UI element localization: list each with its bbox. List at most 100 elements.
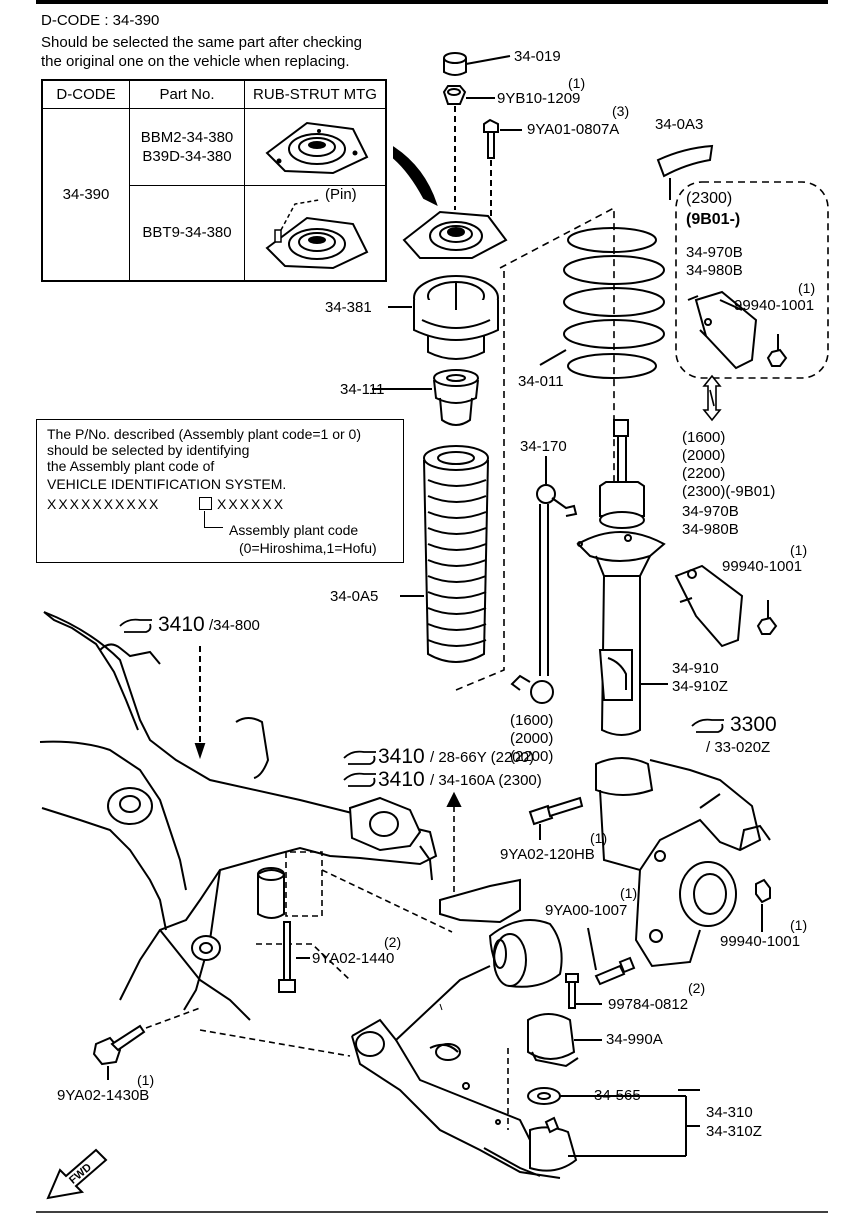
- bolt-9ya02-1440: [278, 921, 296, 993]
- steering-knuckle: [595, 757, 771, 968]
- link-variant-2000: (2000): [510, 730, 554, 747]
- label-34-970b-lower: 34-970B: [682, 503, 739, 520]
- label-99940-1001-knuckle: 99940-1001: [720, 933, 801, 950]
- label-9ya00-1007: 9YA00-1007: [545, 902, 628, 919]
- vin-note-line3: the Assembly plant code of: [47, 458, 215, 474]
- label-99940-1001-lower: 99940-1001: [722, 558, 803, 575]
- dust-cap-34-019: [443, 52, 467, 76]
- link-variant-1600: (1600): [510, 712, 554, 729]
- label-34-310z: 34-310Z: [706, 1123, 762, 1140]
- dcode-table: D-CODE Part No. RUB-STRUT MTG 34-390 BBM…: [41, 79, 387, 282]
- reference-hand-icon: [343, 772, 376, 787]
- label-99940-1001-upper: 99940-1001: [734, 297, 815, 314]
- label-34-970b-upper: 34-970B: [686, 244, 743, 261]
- label-9ya02-1440: 9YA02-1440: [312, 950, 395, 967]
- bolt-9ya00: [594, 956, 636, 986]
- variant-1600: (1600): [682, 429, 726, 446]
- label-34-980b-lower: 34-980B: [682, 521, 739, 538]
- qty-9ya02-120hb: (1): [590, 830, 608, 846]
- variant-2300: (2300): [686, 190, 733, 207]
- reference-hand-icon: [119, 618, 152, 633]
- label-34-0a5: 34-0A5: [330, 588, 379, 605]
- coil-spring-34-011: [563, 227, 665, 379]
- link-variant-2200: (2200): [510, 748, 554, 765]
- plant-code-leader: [204, 511, 223, 528]
- ref-3300: 3300: [730, 713, 777, 736]
- ref-3410-34-160a: 3410: [378, 768, 425, 791]
- dcode-heading: D-CODE : 34-390: [41, 12, 160, 29]
- ref-3410-34-160a-sub: / 34-160A (2300): [430, 772, 542, 789]
- vin-note-line2: should be selected by identifying: [47, 442, 250, 458]
- bolt-9ya02-1430b: [92, 1024, 146, 1066]
- qty-9ya00-1007: (1): [620, 885, 638, 901]
- vin-note-line4: VEHICLE IDENTIFICATION SYSTEM.: [47, 476, 287, 492]
- qty-99940-lower: (1): [790, 542, 808, 558]
- table-cell-dcode: 34-390: [41, 107, 130, 281]
- vin-note-line1: The P/No. described (Assembly plant code…: [47, 426, 361, 442]
- bracket-34-970b: [687, 290, 758, 370]
- qty-9yb10: (1): [568, 75, 586, 91]
- variant-2300-9b01: (2300)(-9B01): [682, 483, 776, 500]
- ref-3410-sub: /34-800: [209, 617, 260, 634]
- label-34-910: 34-910: [672, 660, 719, 677]
- qty-99784-0812: (2): [688, 980, 706, 996]
- qty-9ya01: (3): [612, 103, 630, 119]
- label-34-170: 34-170: [520, 438, 567, 455]
- lower-control-arm-34-310: [351, 878, 563, 1179]
- label-34-980b-upper: 34-980B: [686, 262, 743, 279]
- strut-mount-pin-illustration: [265, 198, 369, 269]
- vin-pattern-left: XXXXXXXXXX: [47, 496, 161, 512]
- label-9ya02-120hb: 9YA02-120HB: [500, 846, 595, 863]
- label-34-0a3: 34-0A3: [655, 116, 704, 133]
- label-34-310: 34-310: [706, 1104, 753, 1121]
- bolt-9ya02-120hb: [528, 796, 584, 826]
- label-34-111: 34-111: [340, 381, 385, 398]
- pin-label: (Pin): [325, 185, 357, 203]
- reference-hand-icon: [691, 718, 724, 733]
- table-header-mount: RUB-STRUT MTG: [244, 79, 387, 109]
- qty-9ya02-1430b: (1): [137, 1072, 155, 1088]
- label-34-011: 34-011: [518, 373, 564, 390]
- variant-2200: (2200): [682, 465, 726, 482]
- part-number: BBM2-34-380: [140, 128, 234, 146]
- bolt-9ya01: [483, 118, 499, 159]
- stabilizer-link-34-170: [510, 484, 578, 704]
- insulator-34-0a3: [656, 144, 714, 178]
- label-9ya01-0807a: 9YA01-0807A: [527, 121, 620, 138]
- label-34-381: 34-381: [325, 299, 372, 316]
- ref-3410-group: 3410: [158, 613, 205, 636]
- selection-note-line1: Should be selected the same part after c…: [41, 34, 363, 51]
- nut-9yb10: [442, 85, 467, 105]
- part-number: B39D-34-380: [142, 147, 232, 165]
- vin-pattern-right: XXXXXX: [217, 496, 286, 512]
- plant-code-box: [199, 497, 212, 510]
- table-cell-part-row1: BBM2-34-380 B39D-34-380: [129, 107, 245, 186]
- ref-3300-sub: / 33-020Z: [706, 739, 771, 756]
- ref-3410-28-66y: 3410: [378, 745, 425, 768]
- variant-2000: (2000): [682, 447, 726, 464]
- qty-99940-knuckle: (1): [790, 917, 808, 933]
- label-34-990a: 34-990A: [606, 1031, 663, 1048]
- double-arrow: [702, 374, 722, 422]
- qty-99940-upper: (1): [798, 280, 816, 296]
- bolt-99784: [565, 973, 579, 1009]
- ref-3410-28-66y-sub: / 28-66Y (2200): [430, 749, 534, 766]
- front-subframe: [39, 611, 438, 1021]
- vin-note-box: The P/No. described (Assembly plant code…: [36, 419, 404, 563]
- fwd-arrow-icon: [46, 1148, 108, 1200]
- shock-absorber-34-910: [576, 419, 666, 736]
- table-cell-mount-image-1: [244, 107, 387, 186]
- bump-stop-34-111: [433, 369, 479, 426]
- table-cell-mount-image-2: (Pin): [244, 184, 387, 281]
- label-34-910z: 34-910Z: [672, 678, 728, 695]
- strut-mount-illustration: [265, 121, 369, 174]
- table-header-dcode: D-CODE: [41, 79, 130, 109]
- variant-9b01: (9B01-): [686, 211, 741, 228]
- ball-joint-34-565: [527, 1087, 578, 1172]
- top-border: [36, 0, 828, 4]
- label-34-019: 34-019: [514, 48, 561, 65]
- label-9yb10-1209: 9YB10-1209: [497, 90, 581, 107]
- reference-hand-icon: [343, 750, 376, 765]
